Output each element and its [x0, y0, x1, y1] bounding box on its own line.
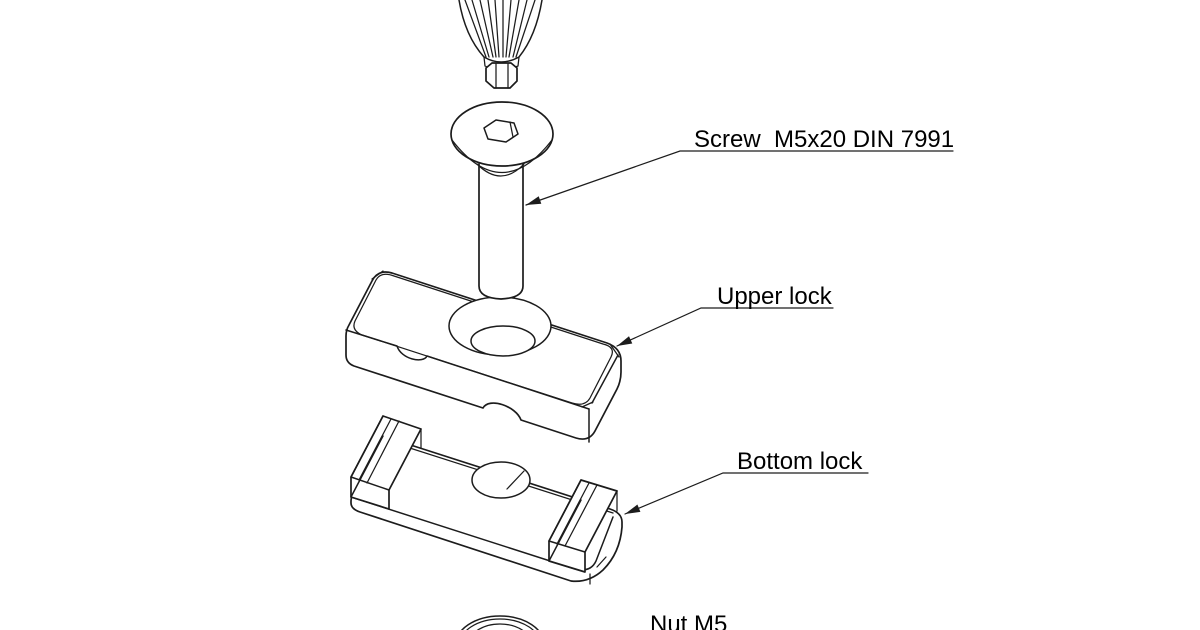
bottom-lock-part: [350, 415, 623, 585]
screw-arrowhead: [526, 196, 542, 205]
bottom-lock-arrowhead: [625, 504, 641, 514]
screw-leader-line: [525, 150, 954, 206]
screw-head: [450, 101, 554, 167]
nut-callout: Nut M5: [650, 611, 727, 630]
bottom-lock-callout: Bottom lock: [624, 448, 869, 515]
screw-head-fillet: [476, 163, 525, 177]
upper-lock-arrowhead: [617, 336, 633, 346]
upper-lock-hole: [470, 325, 536, 357]
upper-lock-corner-facets: [371, 270, 620, 408]
nut-part: [460, 615, 540, 630]
bottom-lock-label: Bottom lock: [737, 448, 863, 475]
upper-lock-part: [345, 270, 622, 443]
screw-callout: Screw M5x20 DIN 7991: [525, 126, 954, 206]
screw-head-underside: [451, 139, 553, 174]
screw-shaft: [478, 163, 524, 300]
screw-label: Screw M5x20 DIN 7991: [694, 126, 954, 153]
upper-lock-callout: Upper lock: [616, 283, 834, 347]
bit-hex-tip: [485, 62, 518, 89]
nut-inner-hole: [476, 623, 524, 630]
bit-cone-outline: [458, 0, 543, 63]
upper-lock-body: [345, 271, 622, 440]
screw-hex-socket-edge: [509, 121, 514, 138]
bottom-lock-hole: [471, 461, 531, 499]
screwdriver-bit: [458, 0, 543, 89]
upper-lock-right-end-edges: [588, 354, 619, 443]
screw-hex-socket: [483, 119, 519, 143]
upper-lock-label: Upper lock: [717, 283, 833, 310]
bottom-lock-leader-line: [624, 472, 869, 515]
nut-outer-rim: [460, 615, 540, 630]
nut-rim-chamfer: [466, 618, 534, 630]
bottom-lock-hole-wall-edge: [506, 470, 525, 490]
bottom-lock-right-ridge: [548, 479, 618, 573]
bottom-lock-left-ridge: [350, 415, 422, 510]
screw-part: [450, 101, 554, 300]
upper-lock-leader-line: [616, 307, 834, 347]
bit-hex-tip-edges: [495, 63, 509, 89]
upper-lock-top-chamfer: [353, 273, 613, 405]
bottom-lock-corner-facet: [596, 556, 607, 568]
bit-flutes: [464, 0, 536, 58]
nut-label: Nut M5: [650, 611, 727, 630]
